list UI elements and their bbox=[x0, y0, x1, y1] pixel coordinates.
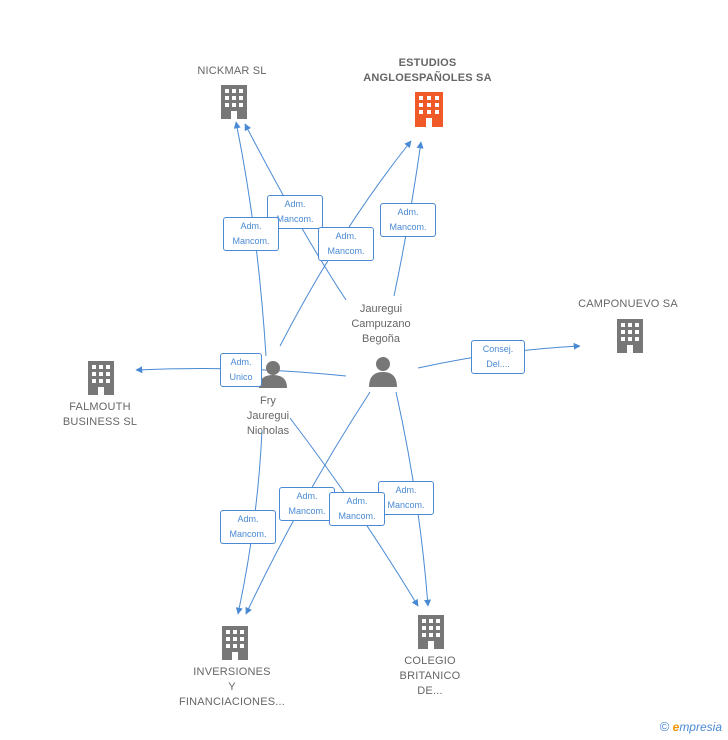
role-line2: Mancom. bbox=[288, 506, 326, 516]
inversiones-label: INVERSIONES Y FINANCIACIONES... bbox=[167, 665, 297, 710]
role-line2: Mancom. bbox=[232, 236, 270, 246]
camponuevo-building-icon[interactable] bbox=[617, 319, 643, 353]
role-box-jauregui-falmouth[interactable]: Adm. Unico bbox=[220, 353, 262, 387]
inversiones-name-line2: Y bbox=[228, 681, 236, 693]
role-line2: Unico bbox=[229, 372, 253, 382]
role-box-jauregui-estudios[interactable]: Adm. Mancom. bbox=[380, 203, 436, 237]
inversiones-building-icon[interactable] bbox=[222, 626, 248, 660]
role-line2: Mancom. bbox=[229, 529, 267, 539]
falmouth-name-line2: BUSINESS SL bbox=[62, 416, 138, 428]
estudios-building-icon[interactable] bbox=[415, 92, 443, 127]
estudios-label: ESTUDIOS ANGLOESPAÑOLES SA bbox=[340, 56, 515, 86]
role-line1: Adm. bbox=[395, 485, 417, 495]
role-line2: Mancom. bbox=[327, 246, 365, 256]
copyright-symbol: © bbox=[659, 719, 670, 734]
camponuevo-name: CAMPONUEVO SA bbox=[578, 298, 678, 310]
falmouth-label: FALMOUTH BUSINESS SL bbox=[40, 400, 160, 430]
inversiones-name-line1: INVERSIONES bbox=[193, 666, 271, 678]
colegio-name-line2: BRITANICO bbox=[399, 670, 461, 682]
role-line2: Mancom. bbox=[387, 500, 425, 510]
role-line1: Adm. bbox=[240, 221, 262, 231]
camponuevo-label: CAMPONUEVO SA bbox=[568, 297, 688, 312]
nickmar-name: NICKMAR SL bbox=[197, 65, 267, 77]
falmouth-building-icon[interactable] bbox=[88, 361, 114, 395]
role-box-fry-inversiones[interactable]: Adm. Mancom. bbox=[220, 510, 276, 544]
nickmar-building-icon[interactable] bbox=[221, 85, 247, 119]
brand-initial: e bbox=[672, 720, 680, 734]
role-box-fry-estudios[interactable]: Adm. Mancom. bbox=[318, 227, 374, 261]
role-line1: Consej. bbox=[482, 344, 514, 354]
inversiones-name-line3: FINANCIACIONES... bbox=[178, 696, 286, 708]
colegio-name-line1: COLEGIO bbox=[404, 655, 456, 667]
role-line1: Adm. bbox=[335, 231, 357, 241]
role-box-jauregui-colegio[interactable]: Adm. Mancom. bbox=[378, 481, 434, 515]
fry-person-icon[interactable] bbox=[259, 361, 287, 388]
role-box-fry-colegio[interactable]: Adm. Mancom. bbox=[329, 492, 385, 526]
fry-name-line3: Nicholas bbox=[246, 425, 290, 437]
colegio-label: COLEGIO BRITANICO DE... bbox=[380, 654, 480, 699]
role-line1: Adm. bbox=[284, 199, 306, 209]
role-line2: Mancom. bbox=[389, 222, 427, 232]
role-line1: Adm. bbox=[237, 514, 259, 524]
fry-name-line1: Fry bbox=[260, 395, 276, 407]
empresia-logo[interactable]: © empresia bbox=[660, 719, 722, 734]
role-box-jauregui-inversiones[interactable]: Adm. Mancom. bbox=[279, 487, 335, 521]
falmouth-name-line1: FALMOUTH bbox=[69, 401, 131, 413]
role-line1: Adm. bbox=[230, 357, 252, 367]
role-line1: Adm. bbox=[397, 207, 419, 217]
estudios-name-line2: ANGLOESPAÑOLES SA bbox=[363, 72, 492, 84]
fry-name-line2: Jauregui bbox=[246, 410, 290, 422]
estudios-name-line1: ESTUDIOS bbox=[398, 57, 457, 69]
nickmar-label: NICKMAR SL bbox=[172, 64, 292, 79]
role-box-jauregui-camponuevo[interactable]: Consej. Del.... bbox=[471, 340, 525, 374]
role-line2: Mancom. bbox=[276, 214, 314, 224]
role-line2: Del.... bbox=[486, 359, 510, 369]
role-line1: Adm. bbox=[296, 491, 318, 501]
jauregui-person-icon[interactable] bbox=[369, 357, 397, 387]
jauregui-name-line2: Campuzano bbox=[351, 318, 411, 330]
brand-text: mpresia bbox=[679, 720, 722, 734]
jauregui-name-line3: Begoña bbox=[362, 333, 400, 345]
role-line1: Adm. bbox=[346, 496, 368, 506]
colegio-building-icon[interactable] bbox=[418, 615, 444, 649]
role-line2: Mancom. bbox=[338, 511, 376, 521]
fry-label: Fry Jauregui Nicholas bbox=[228, 394, 308, 439]
jauregui-label: Jauregui Campuzano Begoña bbox=[335, 302, 427, 347]
role-box-fry-nickmar[interactable]: Adm. Mancom. bbox=[223, 217, 279, 251]
jauregui-name-line1: Jauregui bbox=[359, 303, 403, 315]
colegio-name-line3: DE... bbox=[417, 685, 443, 697]
